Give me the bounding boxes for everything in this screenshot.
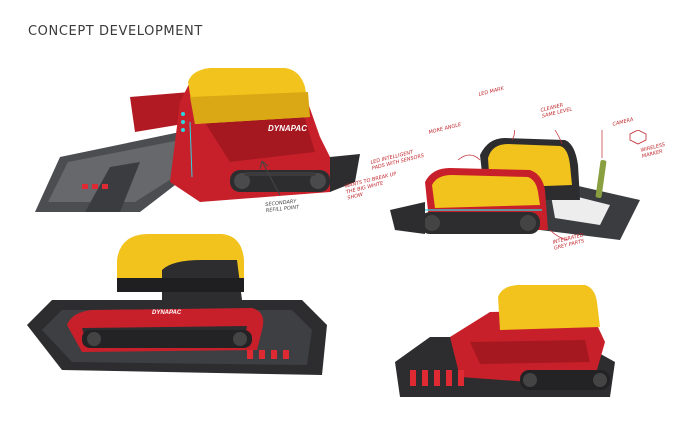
page-title: CONCEPT DEVELOPMENT [28, 24, 203, 39]
annotation-camera: CAMERA [612, 116, 635, 128]
brand-logo: DYNAPAC [268, 124, 307, 133]
concept-render-bottom-left: DYNAPAC [22, 230, 342, 380]
annotation-led-mark: LED MARK [478, 85, 505, 98]
concept-render-bottom-right [390, 282, 620, 400]
refill-arrow-icon [259, 160, 281, 196]
brand-logo: DYNAPAC [152, 310, 182, 316]
concept-render-top-right [380, 130, 650, 250]
machine-illustration-2 [390, 130, 647, 241]
machine-illustration-1 [35, 68, 360, 212]
annotation-cleaner-same-level: CLEANER SAME LEVEL [540, 102, 573, 120]
concept-render-top-left: DYNAPAC SECONDARY REFILL POINT [30, 62, 360, 214]
machine-illustration-3 [27, 234, 327, 375]
machine-illustration-4 [395, 285, 615, 397]
